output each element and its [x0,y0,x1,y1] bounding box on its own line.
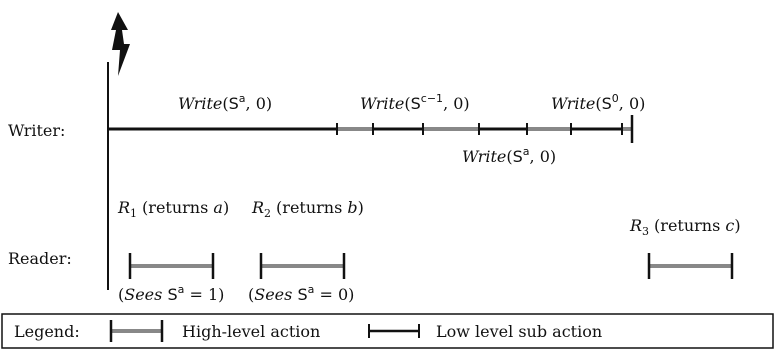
reader-row-label: Reader: [8,249,72,268]
writer-annotation-write-sa-below: Write(Sa, 0) [462,145,556,166]
writer-row-label: Writer: [8,121,65,140]
writer-annotation-write-sa: Write(Sa, 0) [178,92,272,113]
reader-r1-action [128,253,215,279]
writer-annotation-write-s0: Write(S0, 0) [551,92,645,113]
reader-r2-action [259,253,346,279]
legend-high-level-sample [109,320,164,342]
legend-low-level-sample [368,324,420,338]
lightning-bolt-icon [111,12,130,76]
legend: Legend: High-level action Low level sub … [1,313,774,349]
reader-r3-label: R3(returns c) [629,216,741,238]
legend-title: Legend: [14,322,80,341]
reader-r3-action [647,253,734,279]
legend-low-level-label: Low level sub action [436,322,602,341]
writer-annotation-write-sc1: Write(Sc−1, 0) [360,92,470,113]
reader-r1-sees-annotation: (Sees Sa = 1) [118,283,224,304]
legend-high-level-label: High-level action [182,322,320,341]
reader-r1-label: R1(returns a) [117,198,229,220]
reader-r2-sees-annotation: (Sees Sa = 0) [248,283,354,304]
reader-r2-label: R2(returns b) [251,198,364,220]
writer-timeline [108,115,634,143]
